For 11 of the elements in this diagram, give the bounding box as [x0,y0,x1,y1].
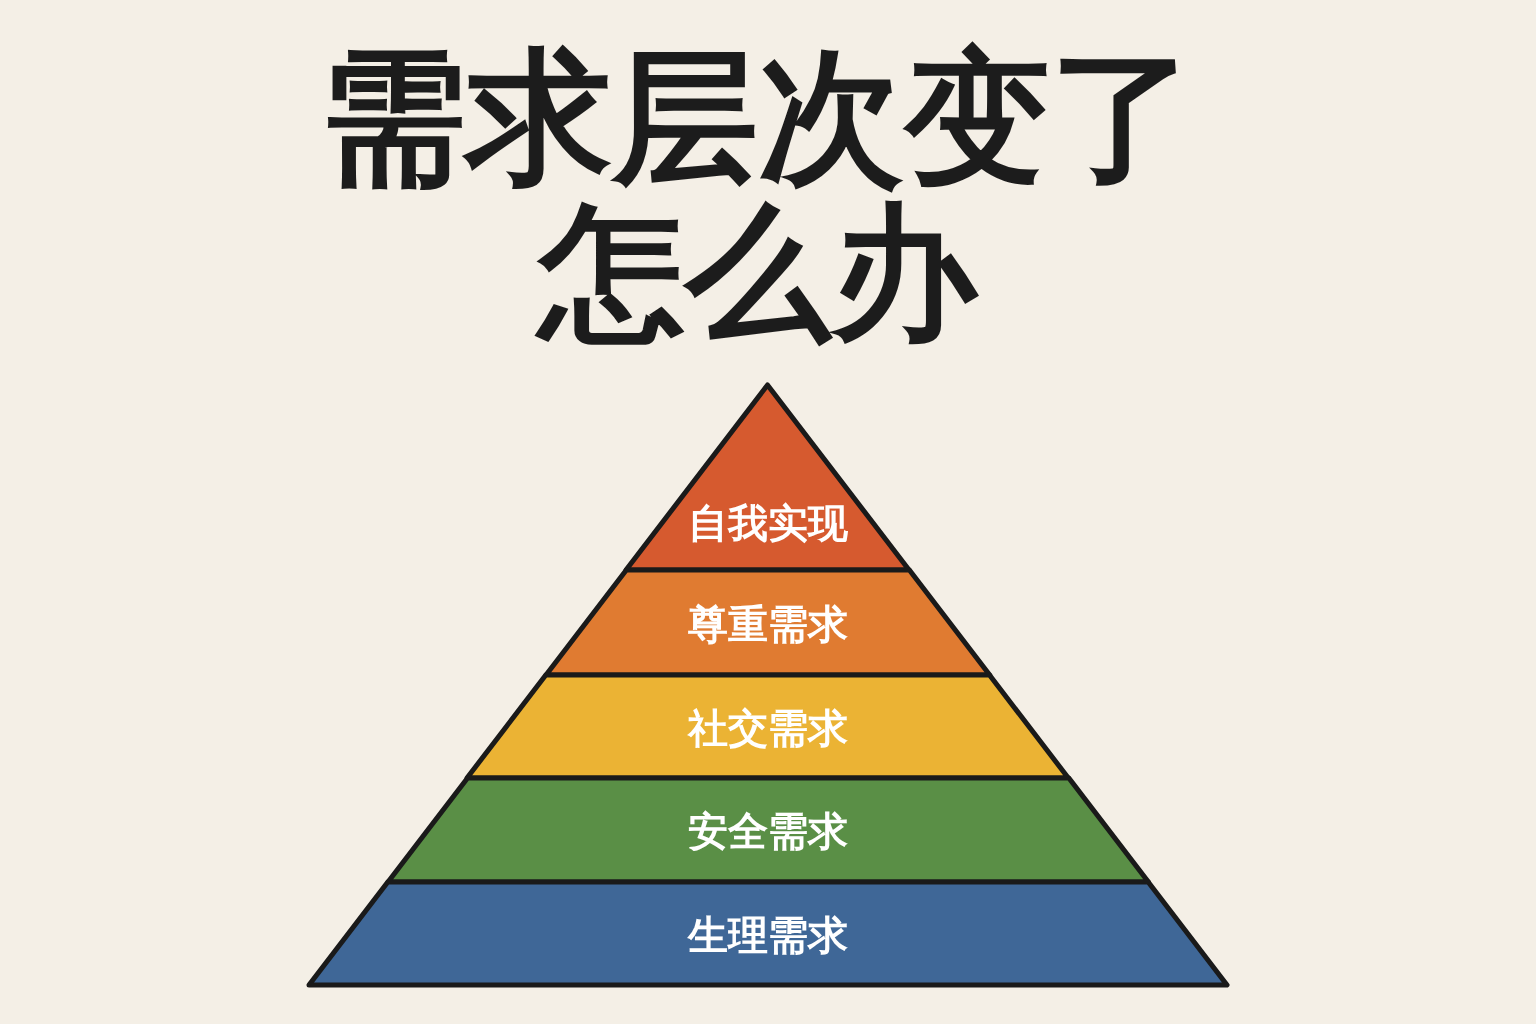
level-label: 社交需求 [686,703,849,753]
pyramid-band [387,778,1149,882]
level-label: 尊重需求 [687,599,849,649]
pyramid-band [309,882,1227,985]
level-label: 自我实现 [687,499,849,548]
title: 需求层次变了怎么办 [319,40,1197,350]
level-label: 安全需求 [687,807,849,856]
pyramid-band [546,570,990,675]
pyramid-apex [626,385,910,570]
pyramid-band [467,675,1069,778]
level-label: 生理需求 [686,910,849,960]
